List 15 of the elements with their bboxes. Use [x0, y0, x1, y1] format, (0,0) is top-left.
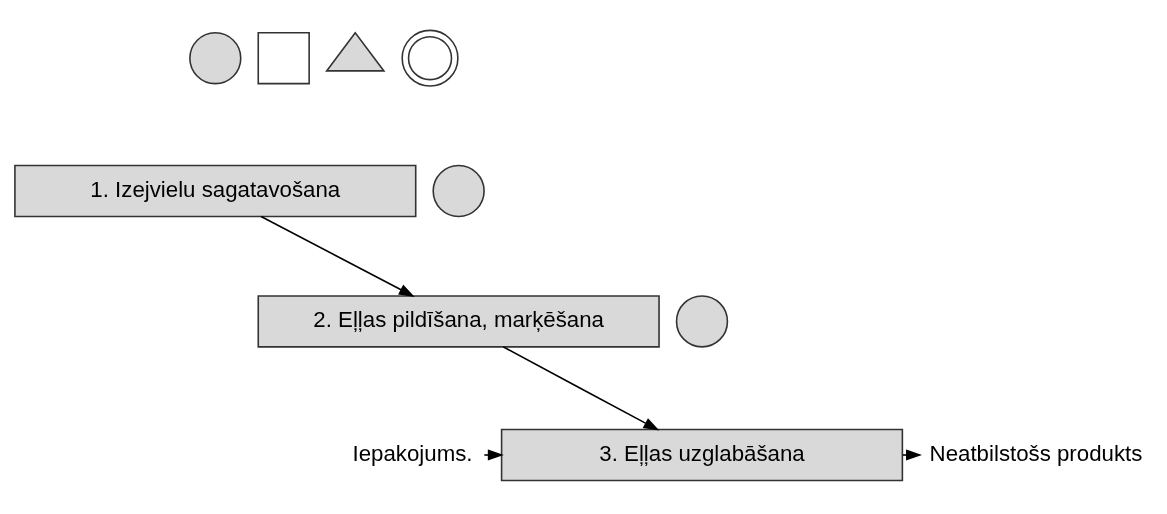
arrow — [260, 215, 415, 297]
arrow — [483, 449, 504, 461]
node-box — [257, 31, 310, 85]
node-circle — [189, 31, 242, 85]
arrow — [502, 346, 660, 431]
node-text: Iepakojums. — [352, 440, 473, 466]
node-triangle — [325, 31, 386, 72]
node-box: 3. Eļļas uzglabāšana — [500, 428, 904, 482]
arrow — [902, 449, 922, 461]
node-circle — [675, 295, 729, 348]
node-text: Neatbilstošs produkts — [929, 440, 1143, 466]
node-box: 2. Eļļas pildīšana, marķēšana — [257, 295, 660, 348]
node-ring — [401, 29, 459, 87]
node-circle — [432, 164, 485, 218]
node-box: 1. Izejvielu sagatavošana — [14, 164, 417, 218]
